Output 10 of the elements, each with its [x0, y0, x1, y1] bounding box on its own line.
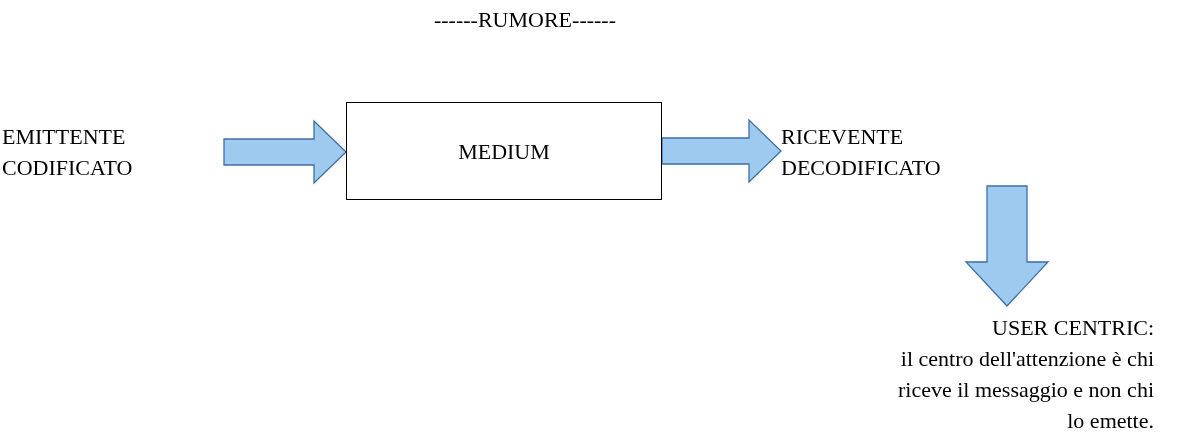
node-label: EMITTENTE CODIFICATO [2, 123, 134, 182]
block-arrow [964, 185, 1050, 307]
node-description: il centro dell'attenzione è chi riceve il messaggio e non chi lo emette. [897, 345, 1154, 435]
block-arrow [223, 119, 347, 185]
medium-box [346, 102, 662, 200]
box-label: MEDIUM [458, 137, 550, 166]
block-arrow [661, 118, 782, 184]
node-label: RICEVENTE DECODIFICATO [781, 123, 942, 182]
noise-label: ------RUMORE------ [432, 6, 617, 34]
node-label: USER CENTRIC: [992, 314, 1154, 342]
